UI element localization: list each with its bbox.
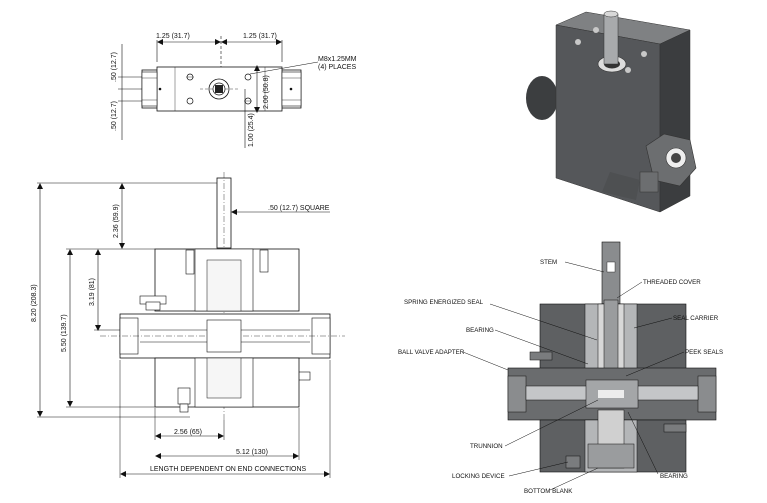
length-note: LENGTH DEPENDENT ON END CONNECTIONS bbox=[150, 466, 307, 473]
dim-lower-height: .50 (12.7) bbox=[111, 101, 118, 131]
dim-total-height: 2.00 (50.8) bbox=[263, 75, 270, 109]
dim-offset-height: 1.00 (25.4) bbox=[248, 113, 255, 147]
dim-stem-square: .50 (12.7) SQUARE bbox=[268, 205, 330, 212]
label-spring-energized-seal: SPRING ENERGIZED SEAL bbox=[404, 299, 484, 306]
thread-note-line1: M8x1.25MM bbox=[318, 56, 357, 63]
dim-left-width: 1.25 (31.7) bbox=[156, 33, 190, 40]
dim-body-height: 5.50 (139.7) bbox=[61, 314, 68, 352]
label-bearing-upper: BEARING bbox=[466, 327, 494, 334]
label-peek-seals: PEEK SEALS bbox=[685, 349, 723, 356]
front-view: 8.20 (208.3) 5.50 (139.7) 2.36 (59.9) 3.… bbox=[31, 172, 345, 478]
thread-note-line2: (4) PLACES bbox=[318, 64, 356, 71]
dim-half-width: 2.56 (65) bbox=[174, 429, 202, 436]
dim-upper-height: .50 (12.7) bbox=[111, 52, 118, 82]
dim-body-width: 5.12 (130) bbox=[236, 449, 268, 456]
dim-overall-height: 8.20 (208.3) bbox=[31, 284, 38, 322]
label-ball-valve-adapter: BALL VALVE ADAPTER bbox=[398, 349, 465, 356]
label-stem: STEM bbox=[540, 259, 557, 266]
label-bearing-lower: BEARING bbox=[660, 473, 688, 480]
isometric-view bbox=[526, 10, 697, 213]
top-view: 1.25 (31.7) 1.25 (31.7) .50 (12.7) bbox=[111, 33, 357, 148]
label-trunnion: TRUNNION bbox=[470, 443, 503, 450]
label-locking-device: LOCKING DEVICE bbox=[452, 473, 505, 480]
dim-right-width: 1.25 (31.7) bbox=[243, 33, 277, 40]
label-threaded-cover: THREADED COVER bbox=[643, 279, 701, 286]
label-seal-carrier: SEAL CARRIER bbox=[673, 315, 719, 322]
label-bottom-blank: BOTTOM BLANK bbox=[524, 488, 573, 495]
dim-stem-height: 2.36 (59.9) bbox=[113, 204, 120, 238]
dim-center-height: 3.19 (81) bbox=[89, 278, 96, 306]
section-view: STEM THREADED COVER SPRING ENERGIZED SEA… bbox=[398, 241, 723, 495]
